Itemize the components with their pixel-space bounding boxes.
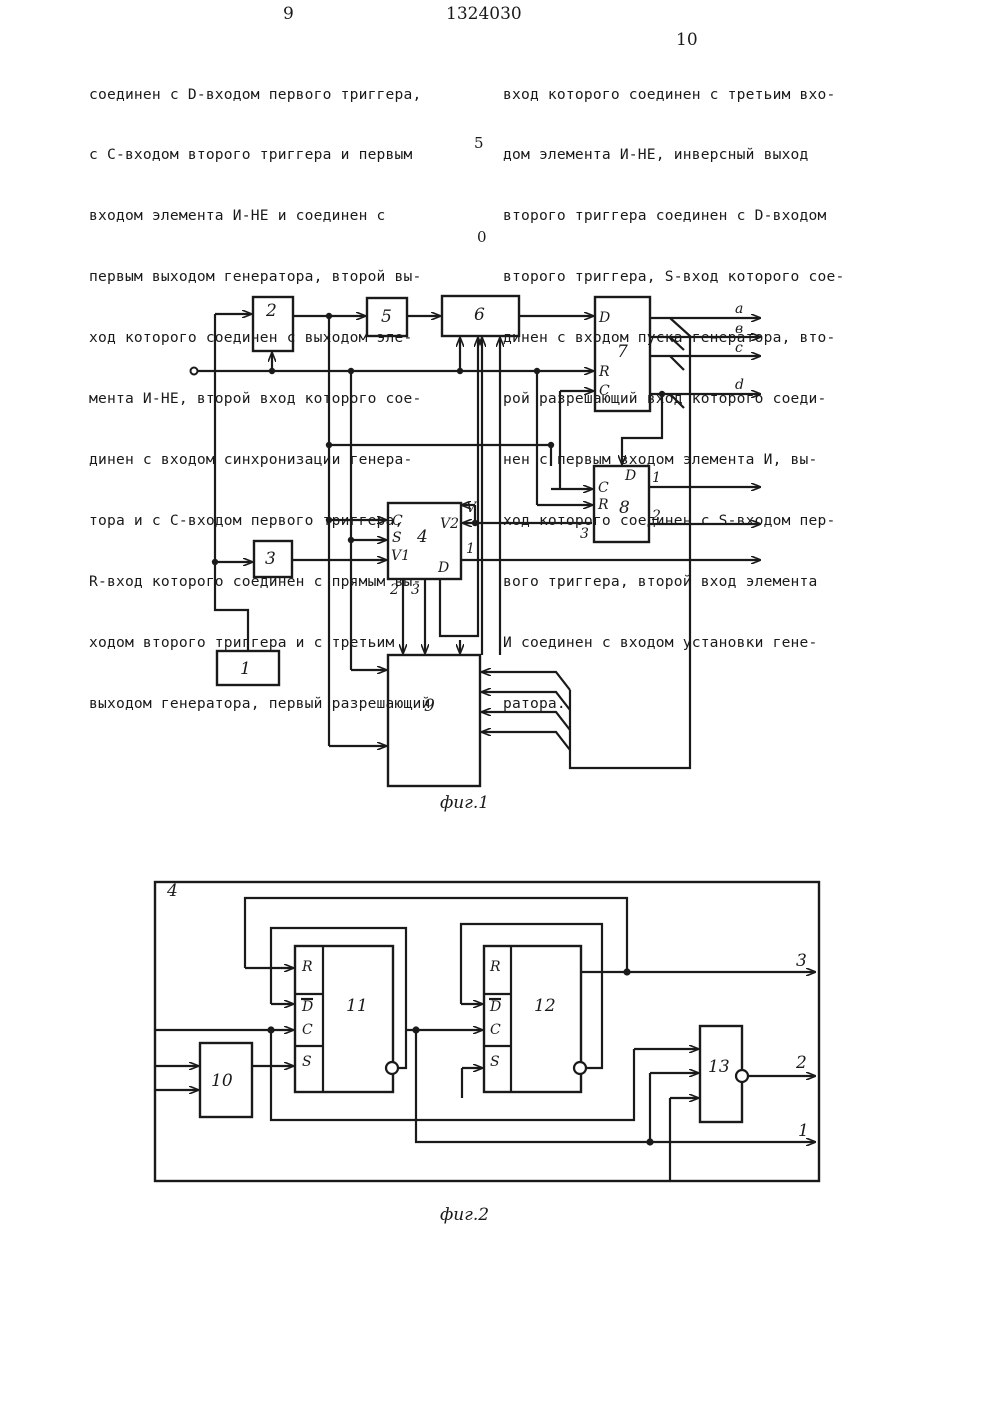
fig2-block-12: R D C S 12 — [484, 946, 586, 1092]
fig1-pin4-s: S — [392, 530, 402, 546]
fig1-block-4: 4 C S V1 V2 V D 1 2 3 — [388, 500, 478, 598]
fig2-frame-label: 4 — [166, 881, 178, 901]
fig1-block-8: 8 D C R 1 2 3 — [580, 466, 661, 542]
fig1-pin4-out2: 2 — [389, 582, 399, 598]
fig2-block-12-label: 12 — [534, 996, 556, 1016]
fig1-block-4-label: 4 — [416, 527, 428, 547]
fig1-block-9: 9 — [388, 655, 480, 786]
fig2-diagram: 4 10 R D C S 11 R D C S — [155, 881, 819, 1225]
fig2-pin12-c: C — [490, 1022, 501, 1038]
fig1-block-1: 1 — [217, 651, 279, 685]
fig1-pin8-r: R — [597, 497, 609, 513]
fig2-block-13-label: 13 — [708, 1057, 730, 1077]
fig1-block-2: 2 — [253, 297, 293, 351]
fig1-pin4-v: V — [466, 500, 478, 516]
fig1-block-5-label: 5 — [381, 307, 392, 327]
fig2-block-10-label: 10 — [211, 1071, 233, 1091]
fig1-block-7: 7 D R C — [595, 297, 650, 411]
fig1-pin4-d: D — [437, 560, 449, 576]
fig1-block-1-label: 1 — [240, 659, 251, 679]
fig2-block-11: R D C S 11 — [295, 946, 398, 1092]
fig2-output-1: 1 — [798, 1121, 809, 1141]
fig1-pin4-out3: 3 — [411, 582, 420, 598]
fig2-pin11-d: D — [301, 999, 313, 1015]
fig1-pin8-in3: 3 — [580, 526, 589, 542]
fig2-pin11-c: C — [302, 1022, 313, 1038]
fig2-output-2: 2 — [795, 1053, 807, 1073]
fig2-output-3: 3 — [796, 951, 807, 971]
fig2-frame — [155, 882, 819, 1181]
fig1-output-d: d — [735, 377, 744, 393]
fig1-pin4-v1: V1 — [391, 548, 410, 564]
fig1-block-8-label: 8 — [619, 498, 630, 518]
fig2-block-13: 13 — [700, 1026, 748, 1122]
fig2-pin12-s: S — [490, 1054, 500, 1070]
fig1-block-3-label: 3 — [265, 549, 276, 569]
fig1-output-a: a — [735, 301, 743, 317]
fig1-pin8-c: C — [598, 480, 609, 496]
fig1-diagram: 1 2 3 4 C S V1 V2 V D 1 2 3 5 6 — [191, 296, 761, 813]
fig1-pin7-r: R — [598, 364, 610, 380]
fig1-pin7-c: C — [599, 383, 610, 399]
fig1-pin7-d: D — [598, 310, 610, 326]
fig1-output-b: в — [735, 321, 743, 337]
fig1-pin4-v2: V2 — [440, 516, 459, 532]
fig1-block-2-label: 2 — [265, 301, 277, 321]
fig2-pin11-r: R — [301, 959, 313, 975]
fig2-caption: фиг.2 — [440, 1205, 489, 1225]
fig1-block-6-label: 6 — [474, 305, 485, 325]
fig1-block-3: 3 — [254, 541, 292, 577]
fig1-block-5: 5 — [367, 298, 407, 336]
fig2-pin11-s: S — [302, 1054, 312, 1070]
fig2-block-10: 10 — [200, 1043, 252, 1117]
fig1-block-7-label: 7 — [617, 342, 628, 362]
fig2-pin12-d: D — [489, 999, 501, 1015]
fig1-pin4-out1: 1 — [466, 541, 475, 557]
fig2-pin12-r: R — [489, 959, 501, 975]
fig1-caption: фиг.1 — [440, 793, 489, 813]
fig1-block-6: 6 — [442, 296, 519, 336]
fig1-pin8-out2: 2 — [651, 508, 661, 524]
fig1-pin4-c: C — [392, 513, 403, 529]
fig2-block-11-label: 11 — [346, 996, 368, 1016]
fig1-pin8-d: D — [624, 468, 636, 484]
fig1-output-c: c — [735, 340, 743, 356]
fig1-block-9-label: 9 — [424, 696, 435, 716]
fig1-pin8-out1: 1 — [652, 470, 661, 486]
